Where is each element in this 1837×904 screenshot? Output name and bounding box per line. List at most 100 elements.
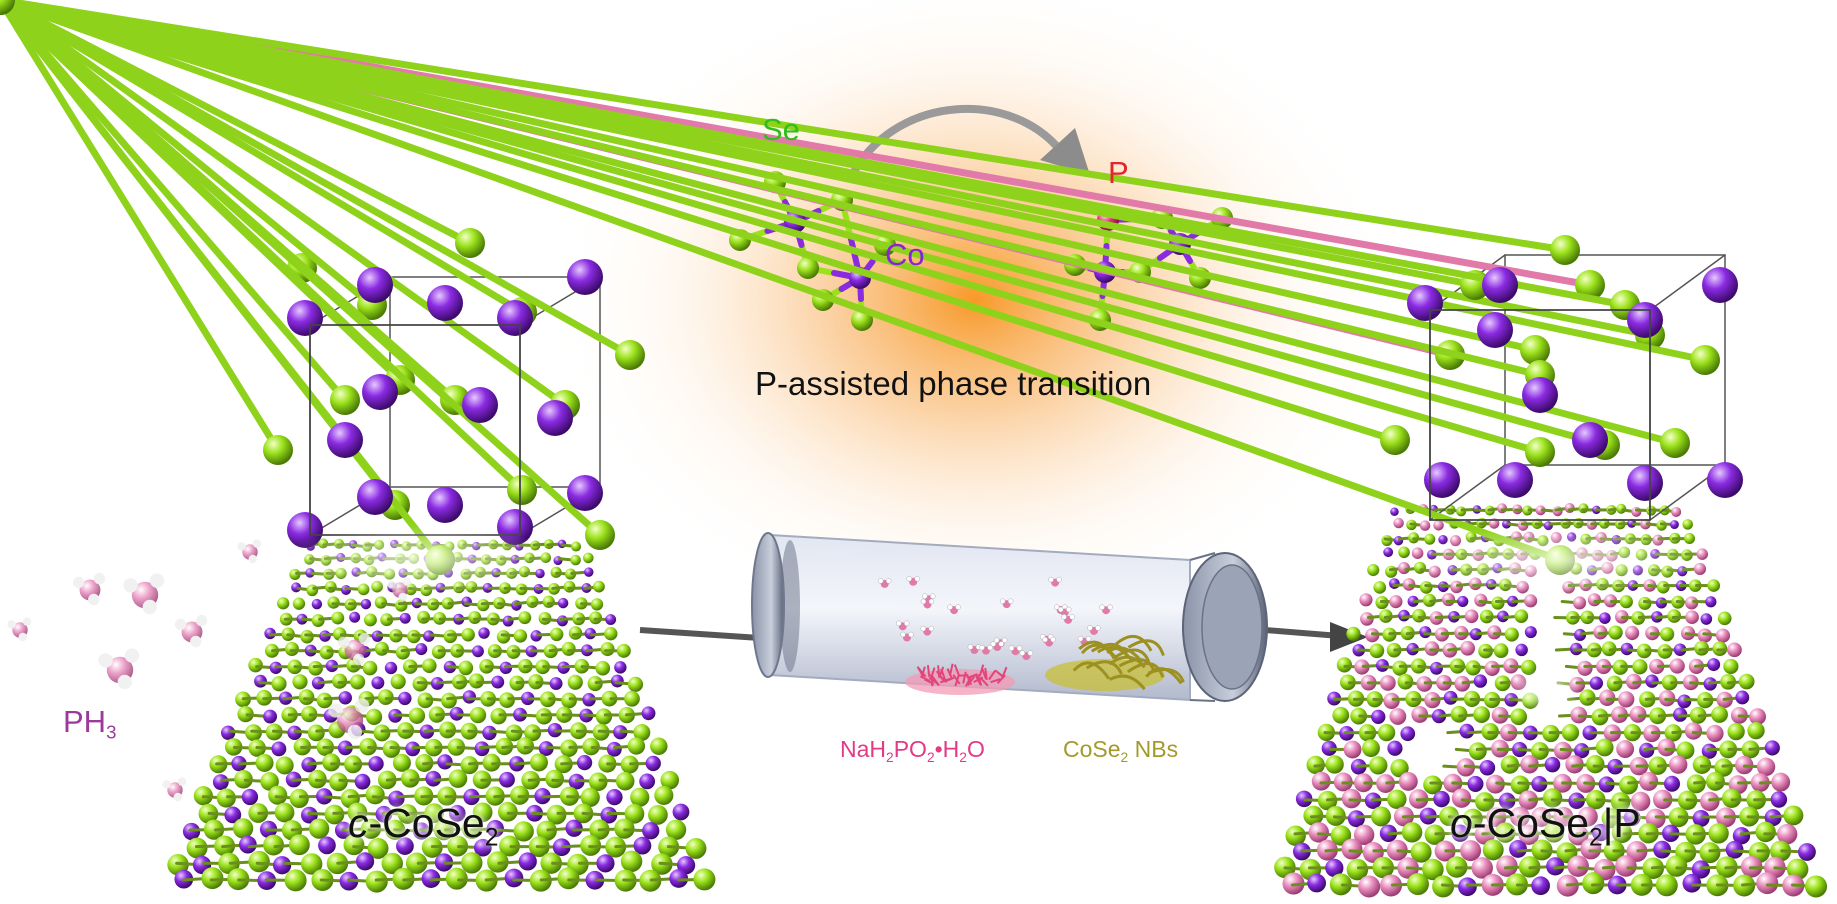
co-atom [311, 598, 323, 610]
se-atom [1550, 235, 1580, 265]
ph3-particle [967, 644, 982, 655]
o-cose2-p-unit-cell [0, 0, 1743, 575]
co-atom [182, 822, 201, 841]
se-atom [1705, 771, 1725, 791]
nanobelt [1115, 634, 1153, 652]
p-atom [1360, 612, 1374, 626]
se-atom [1586, 755, 1605, 774]
se-atom [615, 771, 635, 791]
p-atom [1615, 855, 1637, 877]
se-atom [1398, 546, 1410, 559]
co-atom [1691, 860, 1711, 879]
se-atom [274, 802, 295, 823]
se-atom [255, 753, 274, 772]
p-atom [1389, 708, 1407, 725]
nanobelt [1145, 667, 1183, 685]
se-atom [381, 852, 403, 875]
p-atom [1398, 772, 1418, 791]
se-atom [1525, 437, 1555, 467]
co-atom [1477, 312, 1513, 348]
co-atom [1627, 518, 1637, 528]
se-atom [1419, 581, 1433, 594]
right-connector-line [1264, 627, 1341, 639]
bond [0, 0, 604, 539]
co-atom [1677, 694, 1692, 709]
co-atom [354, 773, 371, 790]
se-atom [542, 595, 555, 608]
needle [965, 673, 973, 686]
bond [0, 0, 1544, 456]
se-atom [1531, 742, 1549, 760]
co-atom [399, 612, 411, 624]
se-atom [1329, 873, 1352, 896]
co-atom [434, 853, 454, 872]
se-atom [201, 867, 224, 890]
needle [981, 667, 987, 680]
se-atom [1491, 596, 1505, 610]
scheme-title: P-assisted phase transition [755, 365, 1152, 402]
se-atom [660, 770, 680, 790]
ph3-particle [979, 644, 993, 655]
se-atom [1346, 858, 1369, 881]
p-atom [1706, 724, 1724, 743]
se-atom [1373, 581, 1387, 594]
co-atom [1419, 626, 1432, 639]
p-atom-label: P [1108, 155, 1129, 190]
se-atom [1608, 625, 1623, 640]
se-atom [616, 643, 631, 658]
se-atom [1336, 657, 1352, 673]
p-atom [1629, 705, 1647, 723]
se-atom [1450, 705, 1468, 723]
co-atom [1347, 810, 1365, 828]
se-atom [1493, 643, 1509, 658]
co-atom [537, 400, 573, 436]
p-atom [1631, 506, 1642, 517]
se-atom [292, 597, 306, 610]
co-atom [1700, 613, 1713, 625]
ph3-particle [900, 631, 914, 642]
se-atom [308, 818, 330, 839]
p-atom [1577, 806, 1598, 827]
p-atom [1639, 771, 1659, 791]
p-atom [1441, 592, 1456, 607]
se-atom [1660, 428, 1690, 458]
co-atom [1592, 823, 1610, 842]
se-atom [0, 0, 15, 15]
co-atom [473, 838, 492, 857]
reaction-tube [751, 532, 1268, 702]
co-atom [362, 374, 398, 410]
se-atom [458, 660, 474, 676]
se-atom [595, 660, 611, 676]
co-atom [639, 773, 656, 790]
se-atom [627, 676, 644, 692]
co-atom [1572, 422, 1608, 458]
se-atom [1385, 565, 1398, 578]
ph3-molecule [237, 539, 262, 564]
se-atom [350, 674, 366, 690]
se-atom [1638, 596, 1652, 610]
se-atom [505, 724, 523, 742]
p-atom [1419, 520, 1431, 531]
se-atom [1610, 792, 1631, 812]
co-atom [423, 630, 435, 642]
needle [967, 673, 978, 679]
se-atom [316, 692, 333, 709]
se-atom [546, 804, 567, 825]
se-atom [306, 584, 319, 597]
se-atom [1371, 806, 1391, 827]
se-atom [1423, 775, 1443, 795]
se-atom [615, 340, 645, 370]
se-atom [1462, 808, 1483, 829]
bond [0, 0, 1399, 444]
co-atom [1307, 873, 1327, 893]
bond [0, 0, 1544, 379]
se-atom [1325, 755, 1344, 774]
bond [0, 0, 1539, 354]
se-atom [1390, 758, 1409, 778]
se-atom [461, 628, 475, 642]
se-atom [288, 834, 310, 856]
co-atom [1764, 740, 1780, 756]
co-atom [1531, 876, 1550, 896]
se-atom [518, 611, 532, 625]
needle [996, 674, 1006, 684]
